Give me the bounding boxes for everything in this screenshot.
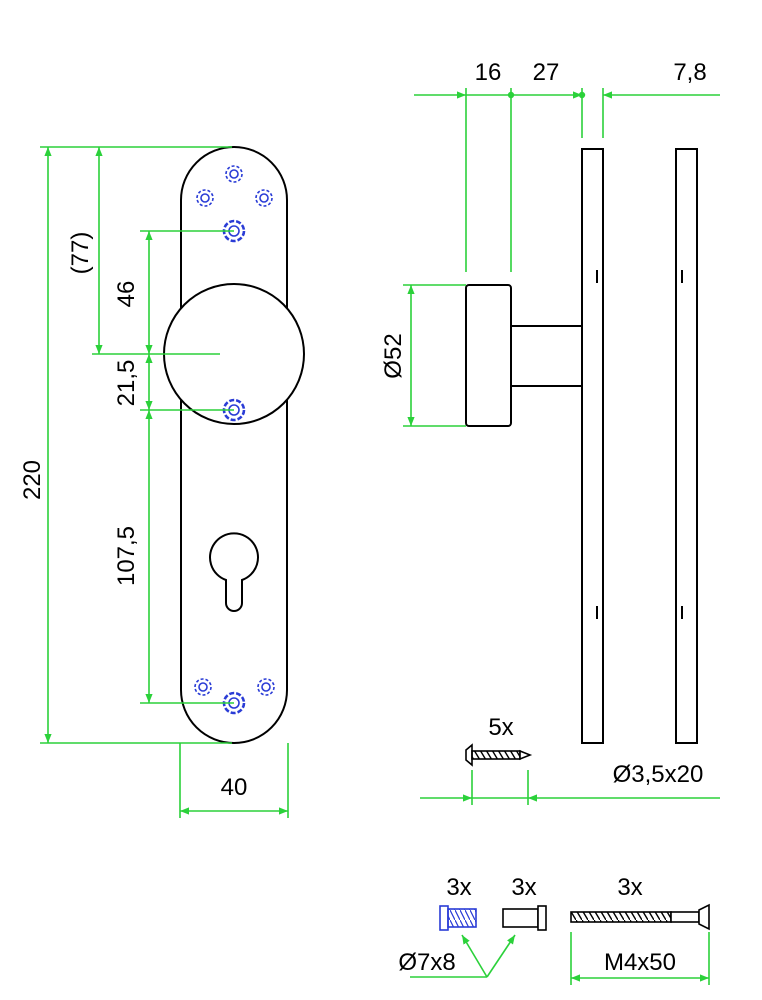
wood-screw-quantity: 5x: [488, 714, 513, 741]
hole-top-center: [225, 165, 243, 183]
dim-lower-hole-to-bottom: 107,5: [113, 526, 140, 586]
sleeve-a-quantity: 3x: [446, 874, 471, 901]
sleeve-size: Ø7x8: [398, 949, 455, 976]
bolt-quantity: 3x: [617, 874, 642, 901]
dim-knob-depth: 16: [475, 59, 502, 86]
threaded-sleeve-icon: [439, 905, 477, 931]
dim-knob-diameter: Ø52: [380, 333, 407, 378]
sleeve-b-quantity: 3x: [511, 874, 536, 901]
dim-knob-to-lower-hole: 21,5: [113, 360, 140, 407]
dim-upper-hole-to-knob: 46: [113, 281, 140, 308]
mounting-holes: [194, 165, 275, 715]
hole-top-right: [255, 189, 273, 207]
hole-top-left: [196, 189, 214, 207]
dim-top-to-knob-center: (77): [67, 232, 94, 275]
dim-neck-length: 27: [533, 59, 560, 86]
cylinder-cutout: [209, 532, 259, 612]
bolt-icon: [570, 903, 710, 931]
hole-bottom-right: [257, 678, 275, 696]
dim-plate-width: 40: [221, 774, 248, 801]
dim-overall-height: 220: [19, 460, 46, 500]
dim-plate-thickness: 7,8: [673, 59, 706, 86]
backplate-side-inner: [675, 148, 698, 744]
side-view: 16 27 7,8 Ø52: [380, 59, 720, 744]
front-dimension-lines: [40, 146, 289, 818]
bolt-size: M4x50: [604, 949, 676, 976]
wood-screw-icon: [465, 743, 533, 767]
wood-screw-size: Ø3,5x20: [613, 761, 704, 788]
bolt: 3x M4x50: [570, 874, 710, 985]
sleeves: 3x 3x Ø7x8: [398, 874, 547, 978]
side-dimension-lines: [403, 88, 720, 427]
front-view: 220 (77) 46 21,5 107,5 40: [19, 146, 305, 818]
plain-sleeve-icon: [502, 905, 547, 931]
knob-neck-side: [510, 325, 583, 387]
hole-bottom-left: [194, 678, 212, 696]
backplate-side-outer: [581, 148, 604, 744]
wood-screw: 5x Ø3,5x20: [420, 714, 720, 805]
knob-head-side: [465, 284, 512, 427]
